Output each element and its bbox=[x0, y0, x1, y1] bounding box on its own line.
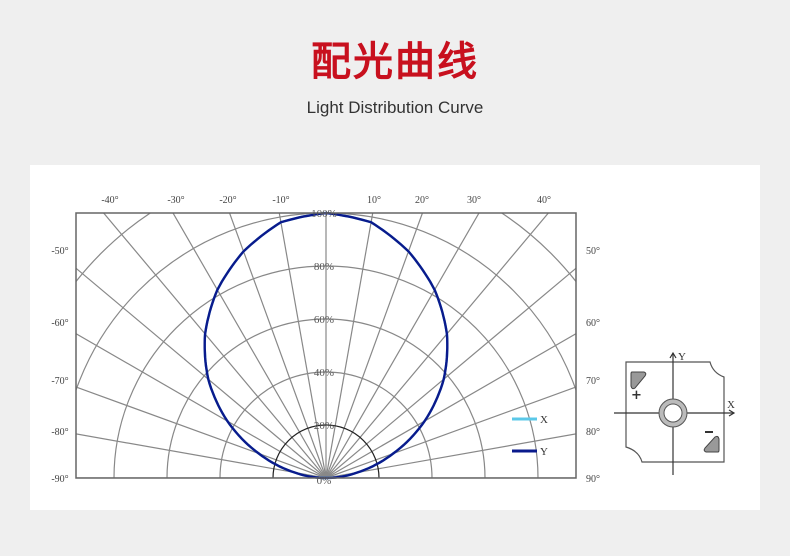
grid-spoke bbox=[228, 213, 327, 478]
left-tick-label: -80° bbox=[51, 427, 68, 438]
plot-frame bbox=[75, 212, 577, 479]
top-tick-label: -10° bbox=[272, 195, 289, 206]
grid-spoke bbox=[76, 386, 327, 478]
chart-card: -40° -30° -20° -10° 10° 20° 30° 40° -50° -60° -70°… bbox=[30, 165, 760, 510]
polar-chart: -40° -30° -20° -10° 10° 20° 30° 40° -50° -60° -70°… bbox=[30, 165, 750, 487]
grid-spoke bbox=[76, 267, 327, 478]
right-tick-label: 70° bbox=[586, 376, 600, 387]
radial-tick-label: 80% bbox=[314, 261, 334, 273]
grid-spoke bbox=[325, 213, 550, 478]
legend-y-label: Y bbox=[540, 446, 548, 458]
grid-spoke bbox=[325, 213, 374, 478]
radial-tick-label: 100% bbox=[311, 208, 337, 220]
left-tick-label: -50° bbox=[51, 246, 68, 257]
plus-sign-icon: + bbox=[631, 388, 642, 403]
minus-sign-icon bbox=[705, 431, 713, 433]
left-tick-label: -70° bbox=[51, 376, 68, 387]
left-tick-label: -90° bbox=[51, 474, 68, 485]
grid-spoke bbox=[325, 433, 576, 478]
grid-spoke bbox=[76, 332, 327, 478]
cathode-pad bbox=[703, 435, 720, 453]
radial-tick-label: 40% bbox=[314, 367, 334, 379]
top-tick-label: -20° bbox=[219, 195, 236, 206]
legend: X Y bbox=[512, 414, 548, 458]
top-tick-label: -30° bbox=[167, 195, 184, 206]
top-tick-label: -40° bbox=[101, 195, 118, 206]
grid-spoke bbox=[102, 213, 327, 478]
x-axis-arrow-icon bbox=[728, 409, 736, 417]
top-tick-label: 20° bbox=[415, 195, 429, 206]
grid-arc bbox=[113, 265, 539, 478]
grid-spoke bbox=[278, 213, 327, 478]
grid-arc bbox=[76, 213, 576, 283]
radial-tick-label: 20% bbox=[314, 420, 334, 432]
grid-spoke bbox=[325, 213, 480, 478]
page-subtitle: Light Distribution Curve bbox=[306, 98, 484, 117]
grid-arc bbox=[30, 165, 750, 478]
right-tick-label: 90° bbox=[586, 474, 600, 485]
lens-ring-inner bbox=[663, 403, 683, 423]
package-outline bbox=[625, 361, 725, 463]
grid-spoke bbox=[172, 213, 327, 478]
grid-spoke bbox=[325, 332, 576, 478]
legend-x-label: X bbox=[540, 414, 548, 426]
left-tick-label: -60° bbox=[51, 318, 68, 329]
grid-arc bbox=[76, 213, 576, 393]
chart-grid bbox=[30, 165, 750, 478]
grid-spoke bbox=[76, 433, 327, 478]
grid-arc bbox=[272, 424, 380, 478]
package-diagram: X Y + bbox=[614, 351, 736, 475]
grid-arc bbox=[219, 371, 433, 478]
right-tick-label: 60° bbox=[586, 318, 600, 329]
radial-tick-label: 60% bbox=[314, 314, 334, 326]
radial-tick-label: 0% bbox=[317, 475, 332, 487]
top-tick-label: 10° bbox=[367, 195, 381, 206]
right-tick-label: 50° bbox=[586, 246, 600, 257]
y-axis-arrow-icon bbox=[669, 351, 677, 359]
grid-spoke bbox=[325, 267, 576, 478]
x-axis-label: X bbox=[727, 399, 735, 411]
y-axis-label: Y bbox=[678, 351, 686, 363]
anode-pad bbox=[630, 371, 647, 390]
grid-spoke bbox=[325, 386, 576, 478]
right-tick-label: 80° bbox=[586, 427, 600, 438]
grid-arc bbox=[166, 318, 486, 478]
top-tick-label: 30° bbox=[467, 195, 481, 206]
page-title: 配光曲线 bbox=[311, 39, 479, 85]
top-tick-label: 40° bbox=[537, 195, 551, 206]
grid-spoke bbox=[325, 213, 424, 478]
axis-labels: -40° -30° -20° -10° 10° 20° 30° 40° -50° -60° -70°… bbox=[51, 195, 600, 487]
